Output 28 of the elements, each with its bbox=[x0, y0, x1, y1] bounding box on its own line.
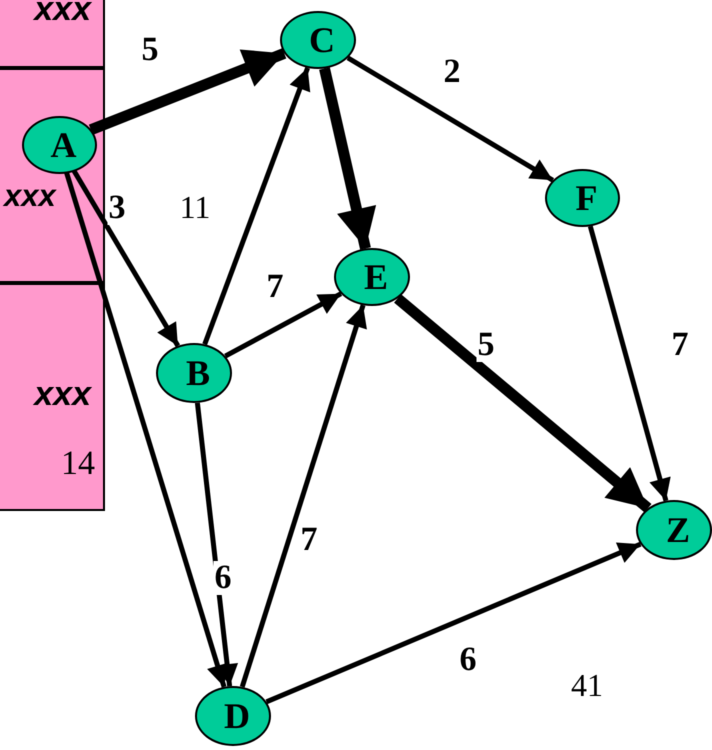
table-cell-background bbox=[0, 0, 105, 68]
cell-text: xxx bbox=[34, 0, 91, 26]
cell-number: 14 bbox=[61, 447, 95, 481]
arrow bbox=[224, 292, 342, 358]
graph-node-ellipse bbox=[334, 248, 410, 306]
cell-text: xxx bbox=[34, 377, 91, 411]
node-label: D bbox=[223, 698, 250, 734]
arrow bbox=[588, 226, 671, 502]
node-label: Z bbox=[664, 512, 690, 548]
node-label: E bbox=[362, 259, 388, 295]
cell-text: xxx bbox=[2, 180, 56, 211]
arrow bbox=[266, 542, 642, 704]
number-label: 41 bbox=[571, 669, 603, 701]
arrow bbox=[240, 304, 367, 688]
node-label: F bbox=[574, 180, 598, 216]
arrow bbox=[346, 56, 554, 182]
node-label: A bbox=[50, 127, 76, 163]
edge-label: 6 bbox=[214, 561, 232, 595]
arrow bbox=[88, 48, 286, 135]
arrow bbox=[319, 67, 376, 250]
arrow bbox=[202, 67, 310, 346]
arrow bbox=[194, 402, 238, 686]
arrow bbox=[394, 294, 652, 512]
graph-node-ellipse bbox=[636, 500, 712, 560]
number-label: 11 bbox=[180, 191, 210, 223]
node-label: C bbox=[308, 22, 335, 58]
node-label: B bbox=[184, 355, 210, 391]
arrow bbox=[71, 168, 180, 348]
